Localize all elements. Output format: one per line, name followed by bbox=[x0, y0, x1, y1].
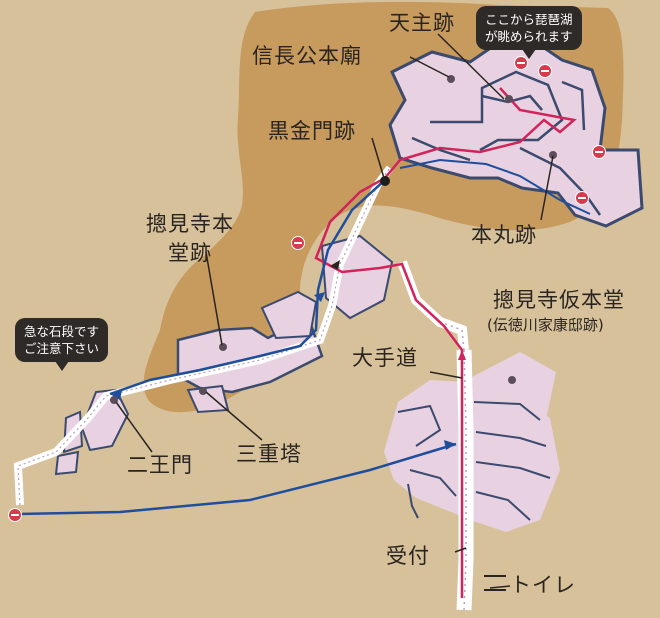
arrow-blue-right bbox=[444, 440, 456, 450]
route-blue bbox=[109, 179, 386, 396]
marker-sokenji bbox=[219, 343, 227, 351]
route-blue-castle bbox=[399, 158, 591, 215]
route-blue-lower bbox=[17, 442, 457, 516]
callout-biwako: ここから琵琶湖 が眺められます bbox=[476, 6, 582, 59]
label-nobunaga: 信長公本廟 bbox=[252, 44, 362, 68]
no-entry-icon bbox=[291, 236, 305, 250]
label-ieyasu: (伝徳川家康邸跡) bbox=[487, 316, 604, 334]
label-toilet: トイレ bbox=[510, 573, 576, 597]
no-entry-icon bbox=[538, 64, 552, 78]
no-entry-icon bbox=[514, 56, 528, 70]
lower-residence-walls bbox=[397, 401, 551, 521]
marker-honmaru bbox=[549, 151, 557, 159]
marker-tenshu bbox=[505, 95, 513, 103]
marker-ieyasu bbox=[508, 376, 516, 384]
castle-inner-walls bbox=[411, 70, 602, 216]
label-otemichi: 大手道 bbox=[352, 346, 418, 370]
marker-kurogane bbox=[380, 176, 390, 186]
label-tenshu: 天主跡 bbox=[389, 11, 455, 35]
route-red bbox=[314, 87, 577, 598]
no-entry-icon bbox=[8, 508, 22, 522]
no-entry-icon bbox=[592, 145, 606, 159]
label-honmaru: 本丸跡 bbox=[471, 223, 537, 247]
arrow-red-up bbox=[458, 350, 466, 360]
route-arrows bbox=[110, 260, 466, 450]
point-markers bbox=[110, 75, 557, 404]
arrow-blue-down bbox=[314, 292, 325, 302]
toilet-mark bbox=[484, 575, 506, 591]
label-sanju: 三重塔 bbox=[236, 442, 302, 466]
arrow-blue-left bbox=[110, 390, 122, 400]
no-entry-icon bbox=[575, 191, 589, 205]
arrow-black-left bbox=[330, 260, 340, 270]
label-niomon: 二王門 bbox=[127, 453, 193, 477]
niomon-path bbox=[13, 165, 394, 506]
building-upper-left bbox=[260, 290, 318, 340]
label-sokenji-hondo: 摠見寺本堂跡 bbox=[146, 212, 234, 265]
label-sokenji-kari: 摠見寺仮本堂 bbox=[493, 288, 625, 312]
callout-stairs: 急な石段です ご注意下さい bbox=[15, 318, 109, 371]
leader-lines bbox=[115, 33, 554, 589]
label-uketsuke: 受付 bbox=[386, 544, 430, 568]
label-kurogane: 黒金門跡 bbox=[268, 119, 356, 143]
marker-sanju bbox=[199, 387, 207, 395]
